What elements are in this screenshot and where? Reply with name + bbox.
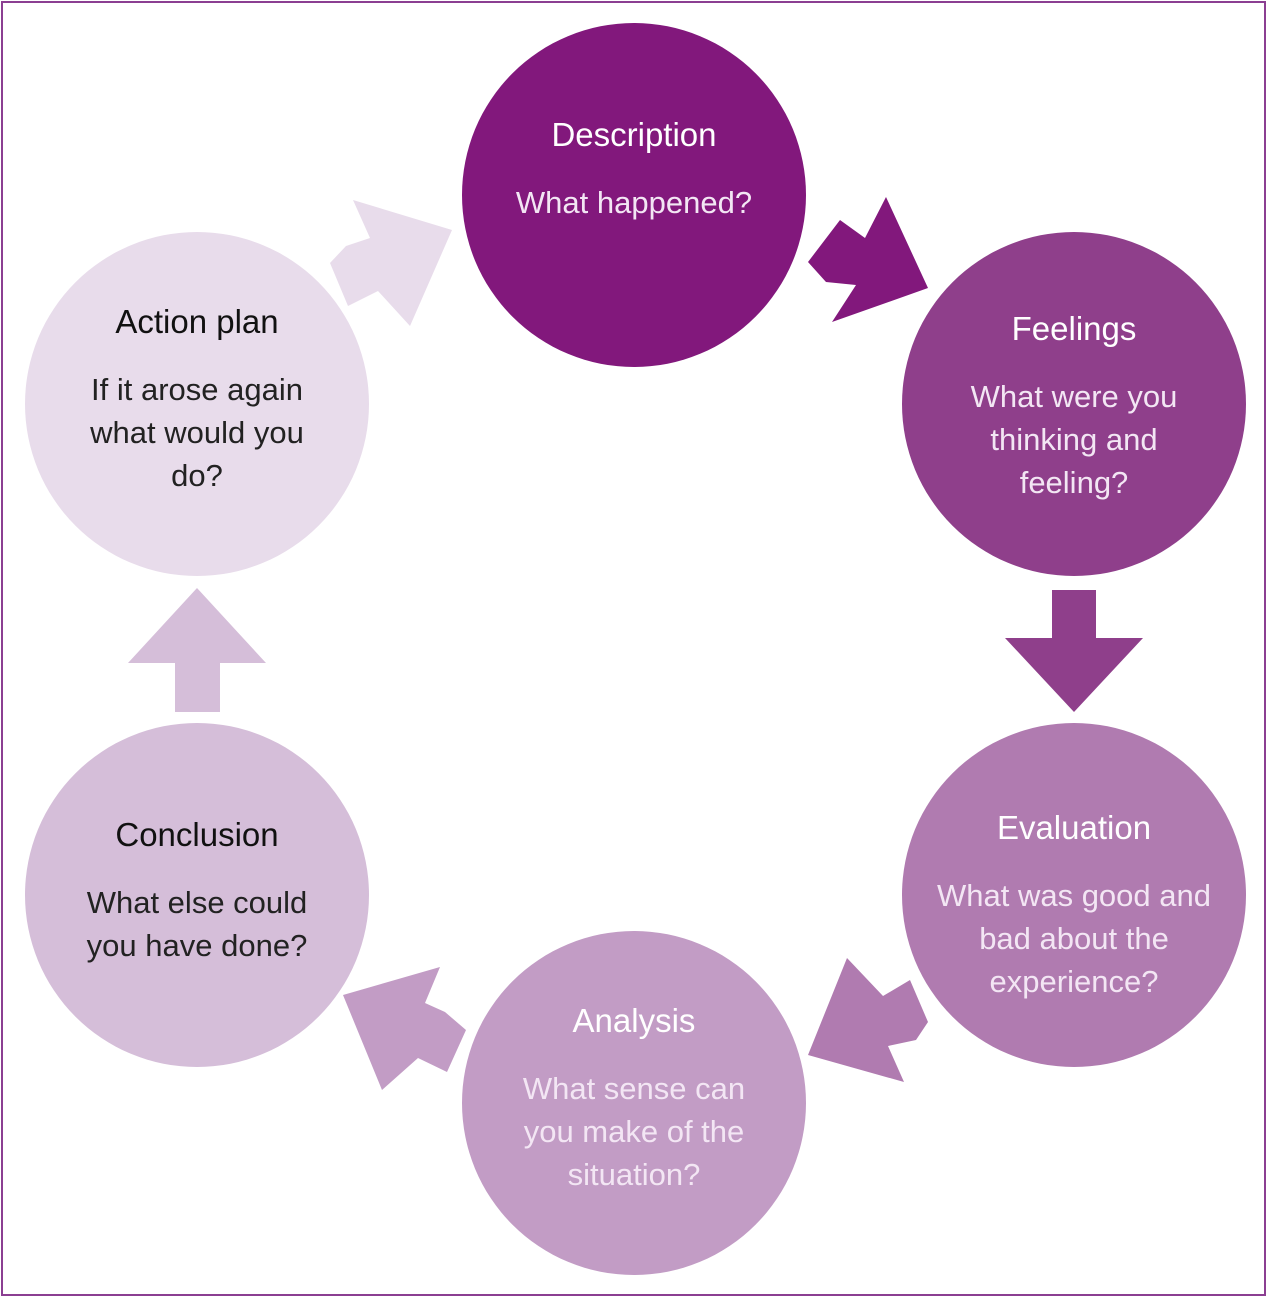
arrow-analysis-to-conclusion <box>343 967 466 1090</box>
stage-title: Feelings <box>1011 309 1137 347</box>
stage-title: Conclusion <box>115 816 279 853</box>
arrow-feelings-to-evaluation <box>1005 590 1143 712</box>
arrow-conclusion-to-action-plan <box>128 588 266 712</box>
stage-title: Description <box>551 115 717 153</box>
stage-question: What was good and bad about the experien… <box>936 877 1211 999</box>
stage-action-plan: Action plan If it arose again what would… <box>25 232 369 576</box>
stage-question: What else could you have done? <box>86 885 308 963</box>
stage-evaluation: Evaluation What was good and bad about t… <box>902 723 1246 1067</box>
stage-description: Description What happened? <box>462 23 806 367</box>
arrow-action-plan-to-description <box>330 200 452 326</box>
stage-question: What were you thinking and feeling? <box>970 378 1178 500</box>
stage-conclusion: Conclusion What else could you have done… <box>25 723 369 1067</box>
stage-question: What sense can you make of the situation… <box>522 1070 746 1192</box>
stage-question: If it arose again what would you do? <box>90 371 304 493</box>
stage-title: Analysis <box>572 1001 696 1039</box>
stage-feelings: Feelings What were you thinking and feel… <box>902 232 1246 576</box>
stage-question: What happened? <box>515 184 753 220</box>
arrow-description-to-feelings <box>808 197 928 322</box>
stage-title: Evaluation <box>996 808 1152 846</box>
arrow-evaluation-to-analysis <box>808 958 928 1082</box>
stage-analysis: Analysis What sense can you make of the … <box>462 931 806 1275</box>
stage-title: Action plan <box>115 302 279 340</box>
